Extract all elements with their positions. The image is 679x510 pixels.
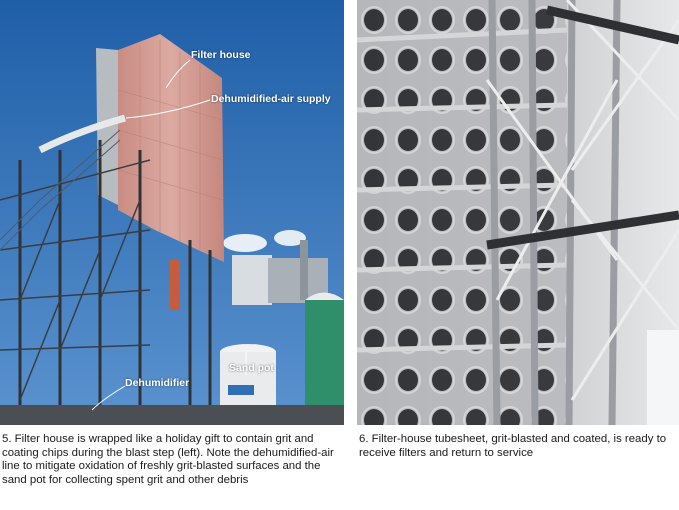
sand-pot-label bbox=[228, 385, 254, 395]
callout-air-supply bbox=[125, 99, 211, 119]
filter-house-scene bbox=[0, 0, 344, 425]
cloud bbox=[223, 234, 267, 252]
figure-6-caption: 6. Filter-house tubesheet, grit-blasted … bbox=[359, 433, 667, 459]
portable-toilet-roof bbox=[305, 292, 344, 300]
figure-5-caption: 5. Filter house is wrapped like a holida… bbox=[2, 433, 334, 486]
filter-house-wrapped-photo: Filter house Dehumidified-air supply Deh… bbox=[0, 0, 344, 425]
callout-dehumidifier bbox=[91, 385, 126, 411]
label-sand-pot: Sand pot bbox=[229, 362, 274, 374]
label-filter-house: Filter house bbox=[191, 49, 251, 61]
background-stack bbox=[300, 240, 308, 300]
ground bbox=[0, 405, 344, 425]
label-dehumidified-air-supply: Dehumidified-air supply bbox=[211, 93, 331, 105]
background-building bbox=[232, 255, 272, 305]
callout-filter-house bbox=[165, 59, 191, 89]
filter-house-wrap bbox=[118, 34, 224, 262]
background-stack bbox=[170, 260, 180, 310]
bright-window bbox=[647, 330, 679, 425]
cloud bbox=[274, 230, 306, 246]
tubesheet-scene bbox=[357, 0, 679, 425]
air-duct bbox=[38, 114, 126, 154]
tubesheet-coated-photo bbox=[357, 0, 679, 425]
portable-toilet bbox=[305, 300, 344, 425]
label-dehumidifier: Dehumidifier bbox=[125, 377, 190, 389]
